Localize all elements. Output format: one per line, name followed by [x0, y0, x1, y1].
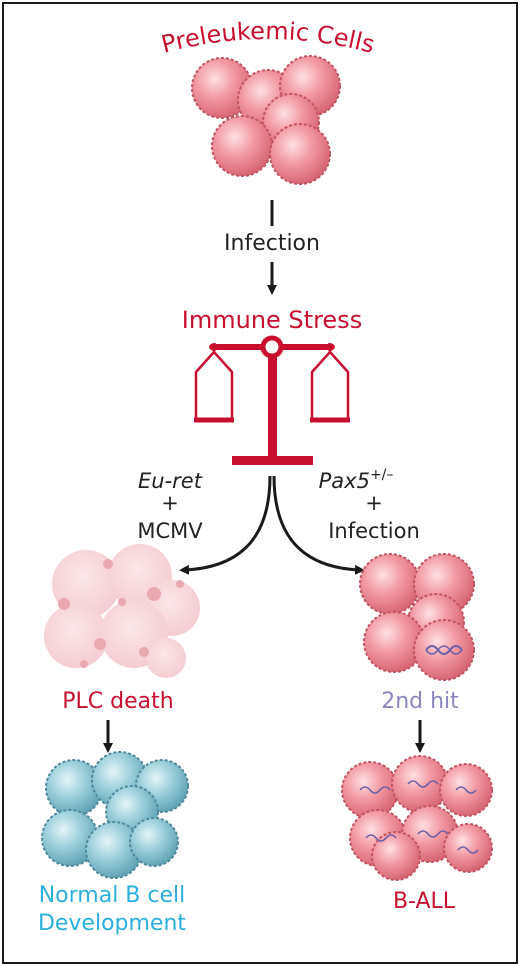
- right-plus-sign: +: [365, 491, 383, 515]
- development-label: Development: [38, 911, 186, 936]
- dying-cell-cluster: [44, 544, 200, 678]
- mcmv-label: MCMV: [137, 519, 203, 543]
- dna-icon: [425, 645, 463, 655]
- balance-scale-icon: [194, 335, 350, 465]
- eu-ret-label: Eu-ret: [138, 469, 203, 493]
- second-hit-label: 2nd hit: [381, 689, 459, 714]
- pax5-label: Pax5+/–: [319, 467, 394, 493]
- b-all-label: B-ALL: [393, 889, 456, 914]
- b-all-cell-cluster: [341, 755, 493, 881]
- left-branch-arrow: [179, 475, 272, 575]
- diagram-canvas: Preleukemic Cells Infection Immune Stres…: [38, 17, 493, 936]
- dna-strand-icon: [425, 645, 463, 655]
- infection-label: Infection: [224, 231, 320, 256]
- preleukemic-cell-cluster: [191, 55, 341, 185]
- left-plus-sign: +: [161, 491, 179, 515]
- dna-icon: [359, 780, 479, 854]
- plc-death-label: PLC death: [62, 689, 173, 714]
- right-branch-arrow: [272, 475, 365, 575]
- preleukemic-cells-title: Preleukemic Cells: [158, 17, 377, 59]
- second-hit-cell-cluster: [359, 553, 475, 681]
- normal-b-cell-label: Normal B cell: [39, 883, 186, 908]
- normal-b-cell-cluster: [41, 751, 189, 879]
- infection-right-label: Infection: [328, 519, 420, 543]
- immune-stress-label: Immune Stress: [182, 306, 362, 334]
